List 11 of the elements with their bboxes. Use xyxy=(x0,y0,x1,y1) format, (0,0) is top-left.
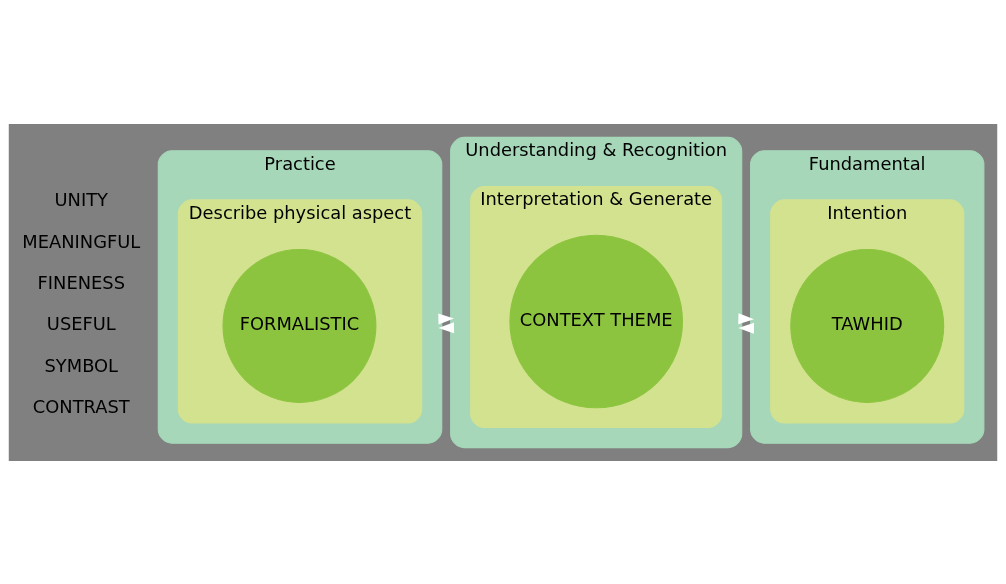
node-circle: FORMALISTIC xyxy=(222,248,377,403)
label: UNITY xyxy=(54,188,109,210)
label: SYMBOL xyxy=(44,354,119,376)
arrow xyxy=(438,321,455,333)
label: MEANINGFUL xyxy=(22,230,141,252)
label: CONTRAST xyxy=(32,395,130,417)
node-circle: CONTEXT THEME xyxy=(509,234,683,408)
arrow xyxy=(738,322,755,334)
label: FINENESS xyxy=(37,271,126,293)
node-circle: TAWHID xyxy=(790,248,945,403)
label: USEFUL xyxy=(46,312,116,334)
